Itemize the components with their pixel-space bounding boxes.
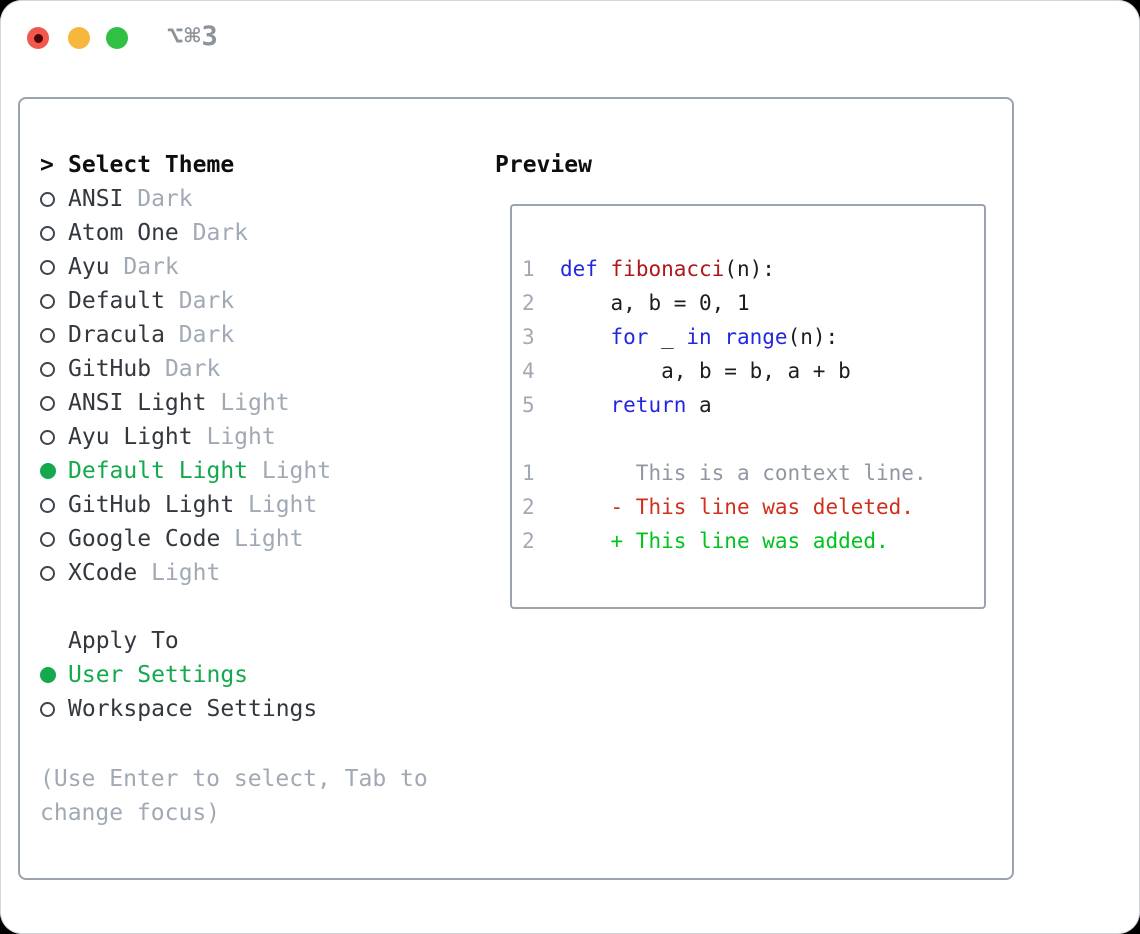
theme-option-xcode[interactable]: XCode Light xyxy=(40,556,492,590)
code-line: 1 def fibonacci(n): xyxy=(522,257,775,281)
blank-line xyxy=(522,422,984,456)
window-shortcut-label: ⌥⌘3 xyxy=(167,21,219,52)
theme-option-default[interactable]: Default Dark xyxy=(40,284,492,318)
diff-line: 1 This is a context line. xyxy=(522,461,927,485)
theme-option-github[interactable]: GitHub Dark xyxy=(40,352,492,386)
code-line: 5 return a xyxy=(522,393,712,417)
theme-name: GitHub Light xyxy=(68,492,235,518)
theme-name: Ayu xyxy=(68,254,110,280)
theme-variant: Light xyxy=(248,458,332,484)
apply-option-label: Workspace Settings xyxy=(68,696,318,722)
theme-name: Dracula xyxy=(68,322,165,348)
minimize-button[interactable] xyxy=(68,27,90,49)
theme-option-ayu[interactable]: Ayu Dark xyxy=(40,250,492,284)
theme-variant: Dark xyxy=(109,254,179,280)
code-line: 2 a, b = 0, 1 xyxy=(522,291,750,315)
theme-name: ANSI xyxy=(68,186,124,212)
radio-icon xyxy=(40,327,55,343)
theme-option-github-light[interactable]: GitHub Light Light xyxy=(40,488,492,522)
theme-variant: Light xyxy=(192,424,276,450)
close-button[interactable] xyxy=(27,27,49,49)
radio-icon xyxy=(40,293,55,309)
theme-name: Ayu Light xyxy=(68,424,193,450)
theme-variant: Light xyxy=(206,390,290,416)
code-line: 4 a, b = b, a + b xyxy=(522,359,851,383)
theme-option-ansi[interactable]: ANSI Dark xyxy=(40,182,492,216)
record-dot-icon xyxy=(33,33,43,43)
titlebar: ⌥⌘3 xyxy=(0,0,1140,78)
theme-name: Default Light xyxy=(68,458,249,484)
theme-variant: Light xyxy=(137,560,221,586)
spacer xyxy=(40,590,492,624)
theme-list-title: Select Theme xyxy=(68,152,235,178)
radio-selected-icon xyxy=(40,463,56,479)
radio-icon xyxy=(40,259,55,275)
theme-option-ansi-light[interactable]: ANSI Light Light xyxy=(40,386,492,420)
theme-variant: Dark xyxy=(151,356,221,382)
apply-option-label: User Settings xyxy=(68,662,249,688)
preview-box: 1 def fibonacci(n): 2 a, b = 0, 1 3 for _ … xyxy=(510,204,986,609)
theme-name: Atom One xyxy=(68,220,179,246)
radio-icon xyxy=(40,395,55,411)
theme-name: GitHub xyxy=(68,356,152,382)
radio-icon xyxy=(40,701,55,717)
theme-option-default-light[interactable]: Default Light Light xyxy=(40,454,492,488)
radio-icon xyxy=(40,497,55,513)
radio-icon xyxy=(40,565,55,581)
apply-to-title: Apply To xyxy=(68,628,179,654)
theme-variant: Light xyxy=(234,492,318,518)
theme-variant: Dark xyxy=(164,288,235,314)
theme-name: ANSI Light xyxy=(68,390,207,416)
keyboard-hint: (Use Enter to select, Tab to change focu… xyxy=(40,766,428,826)
theme-option-atom-one[interactable]: Atom One Dark xyxy=(40,216,492,250)
theme-option-google-code[interactable]: Google Code Light xyxy=(40,522,492,556)
radio-icon xyxy=(40,225,55,241)
focus-caret-icon: > xyxy=(40,152,54,178)
theme-option-ayu-light[interactable]: Ayu Light Light xyxy=(40,420,492,454)
apply-option-user-settings[interactable]: User Settings xyxy=(40,658,492,692)
theme-name: XCode xyxy=(68,560,138,586)
theme-variant: Dark xyxy=(178,220,249,246)
apply-to-header: Apply To xyxy=(40,624,492,658)
theme-name: Default xyxy=(68,288,165,314)
radio-icon xyxy=(40,361,55,377)
radio-selected-icon xyxy=(40,667,56,683)
theme-variant: Dark xyxy=(123,186,193,212)
theme-variant: Dark xyxy=(164,322,235,348)
code-line: 3 for _ in range(n): xyxy=(522,325,839,349)
radio-icon xyxy=(40,191,55,207)
diff-line: 2 - This line was deleted. xyxy=(522,495,914,519)
apply-option-workspace-settings[interactable]: Workspace Settings xyxy=(40,692,492,726)
radio-icon xyxy=(40,531,55,547)
preview-title: Preview xyxy=(495,152,592,178)
theme-list-header: > Select Theme xyxy=(40,148,492,182)
theme-variant: Light xyxy=(220,526,304,552)
radio-icon xyxy=(40,429,55,445)
theme-option-dracula[interactable]: Dracula Dark xyxy=(40,318,492,352)
theme-name: Google Code xyxy=(68,526,221,552)
maximize-button[interactable] xyxy=(106,27,128,49)
diff-line: 2 + This line was added. xyxy=(522,529,889,553)
